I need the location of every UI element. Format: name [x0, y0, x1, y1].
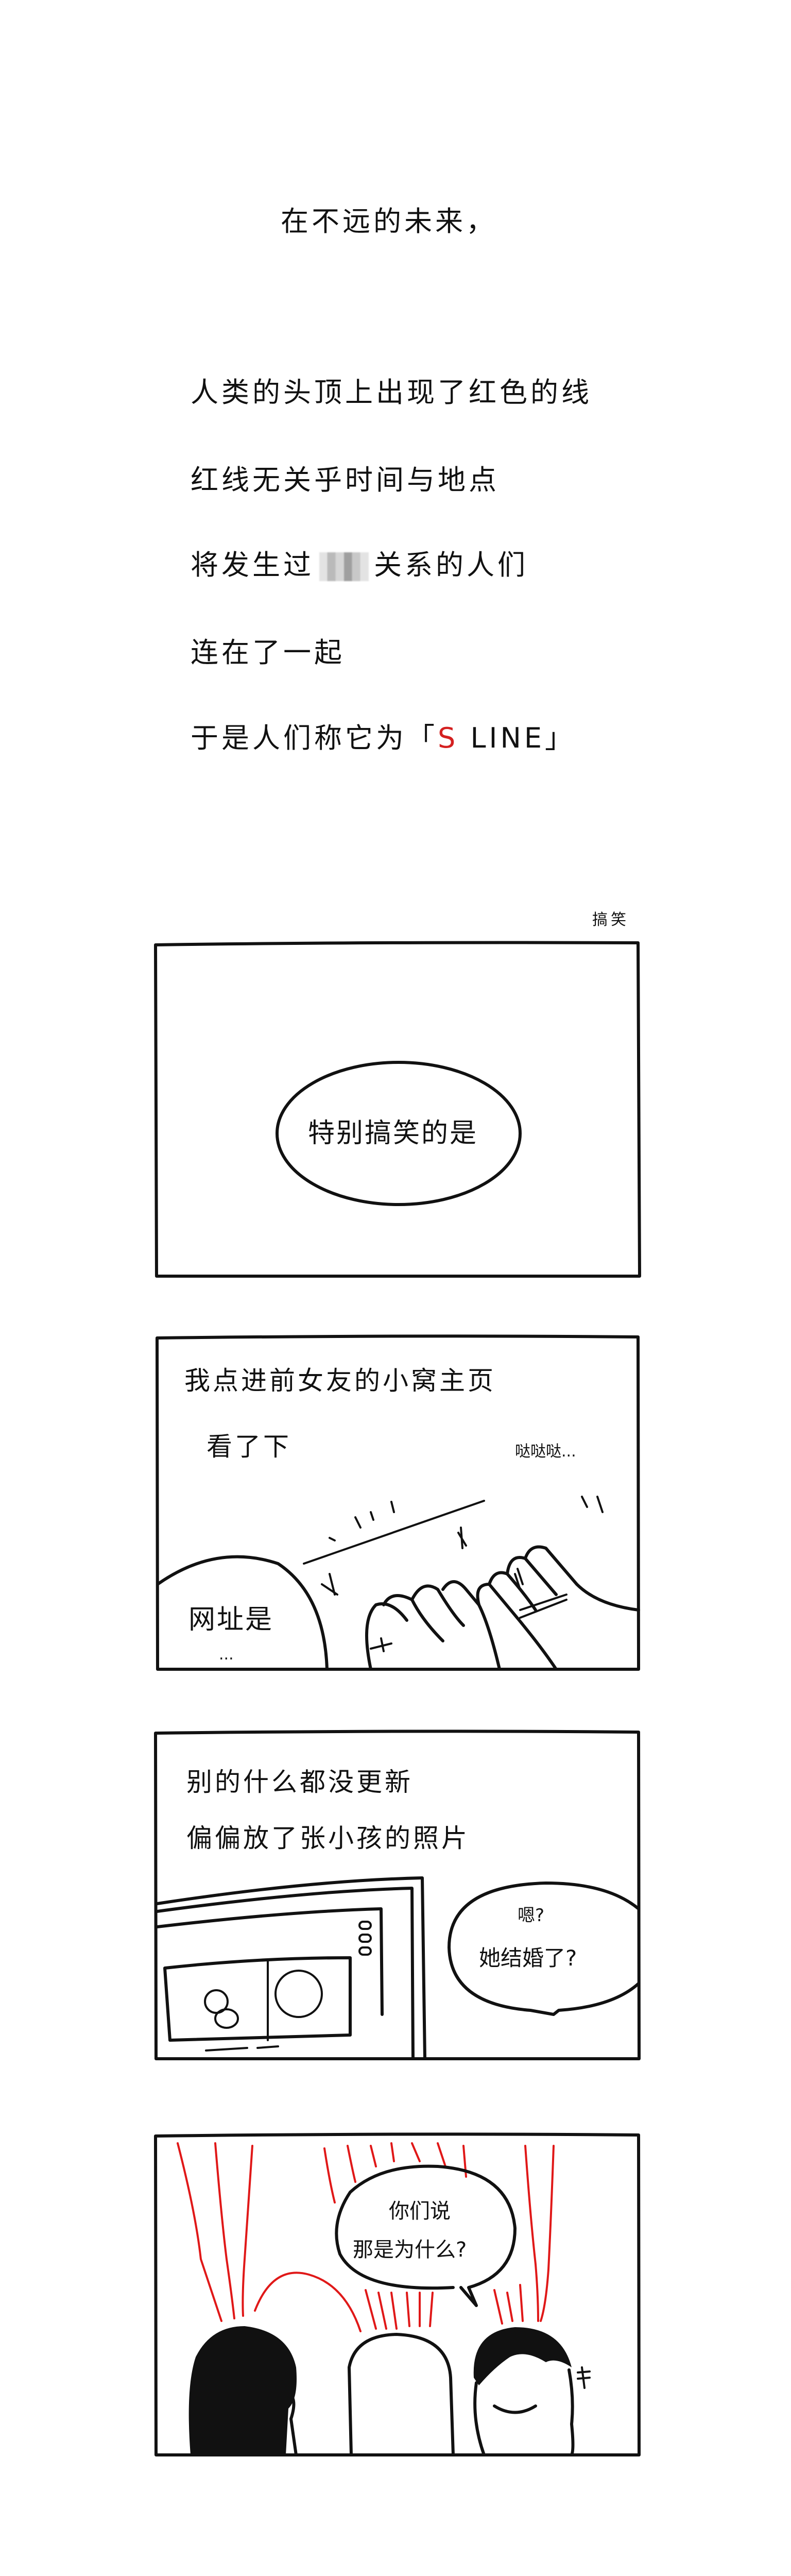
keyboard-drawing	[303, 1496, 604, 1652]
intro-line-4-before: 将发生过	[191, 549, 314, 581]
censored-mosaic	[319, 552, 369, 582]
panel-2-caption-1: 我点进前女友的小窝主页	[184, 1366, 496, 1396]
intro-line-6-before: 于是人们称它为「	[191, 722, 438, 754]
panel-4-speech-bubble	[335, 2164, 517, 2307]
woman-character	[188, 2326, 298, 2456]
intro-line-5: 连在了一起	[191, 636, 345, 669]
panel-2-frame	[156, 1334, 640, 1671]
panel-2-bubble-ellipsis: ...	[219, 1646, 234, 1664]
panel-1-frame	[154, 941, 641, 1278]
panel-4-bubble-line-1: 你们说	[389, 2199, 451, 2223]
panel-3-caption-2: 偏偏放了张小孩的照片	[186, 1823, 470, 1853]
intro-line-4: 将发生过 关系的人们	[191, 549, 528, 582]
panel-3-frame	[154, 1730, 641, 2060]
typing-hands-drawing	[365, 1545, 640, 1671]
intro-line-2: 人类的头顶上出现了红色的线	[191, 376, 592, 409]
man-character	[473, 2327, 591, 2456]
panel-1-drawing	[154, 941, 641, 1278]
panel-4-drawing	[154, 2132, 641, 2456]
panel-2-caption-2: 看了下	[207, 1432, 291, 1462]
panel-2-speech-bubble	[156, 1555, 329, 1671]
bald-character-back	[348, 2333, 455, 2456]
panel-1-bubble-text: 特别搞笑的是	[308, 1118, 478, 1149]
panel-4-bubble-line-2: 那是为什么?	[353, 2238, 467, 2262]
panel-3-bubble-line-2: 她结婚了?	[479, 1945, 577, 1971]
typing-sound-effect: 哒哒哒...	[515, 1443, 576, 1461]
intro-line-6: 于是人们称它为「S LINE」	[191, 724, 576, 752]
computer-monitor-drawing	[156, 1876, 426, 2060]
intro-line-3: 红线无关乎时间与地点	[191, 464, 500, 496]
panel-2-drawing	[156, 1334, 640, 1671]
intro-line-6-after: LINE」	[458, 722, 576, 754]
category-tag: 搞笑	[592, 911, 629, 929]
s-letter-red: S	[438, 722, 459, 754]
panel-3-caption-1: 别的什么都没更新	[186, 1767, 413, 1797]
panel-3-drawing	[154, 1730, 641, 2060]
panel-3-speech-bubble	[448, 1882, 640, 2016]
panel-2-bubble-text: 网址是	[188, 1604, 274, 1635]
intro-line-4-after: 关系的人们	[374, 549, 528, 581]
panel-4-frame	[154, 2132, 641, 2456]
panel-1-speech-bubble	[276, 1061, 522, 1206]
intro-line-1: 在不远的未来，	[281, 205, 497, 238]
panel-3-bubble-line-1: 嗯?	[518, 1905, 545, 1926]
red-lines	[177, 2142, 555, 2332]
